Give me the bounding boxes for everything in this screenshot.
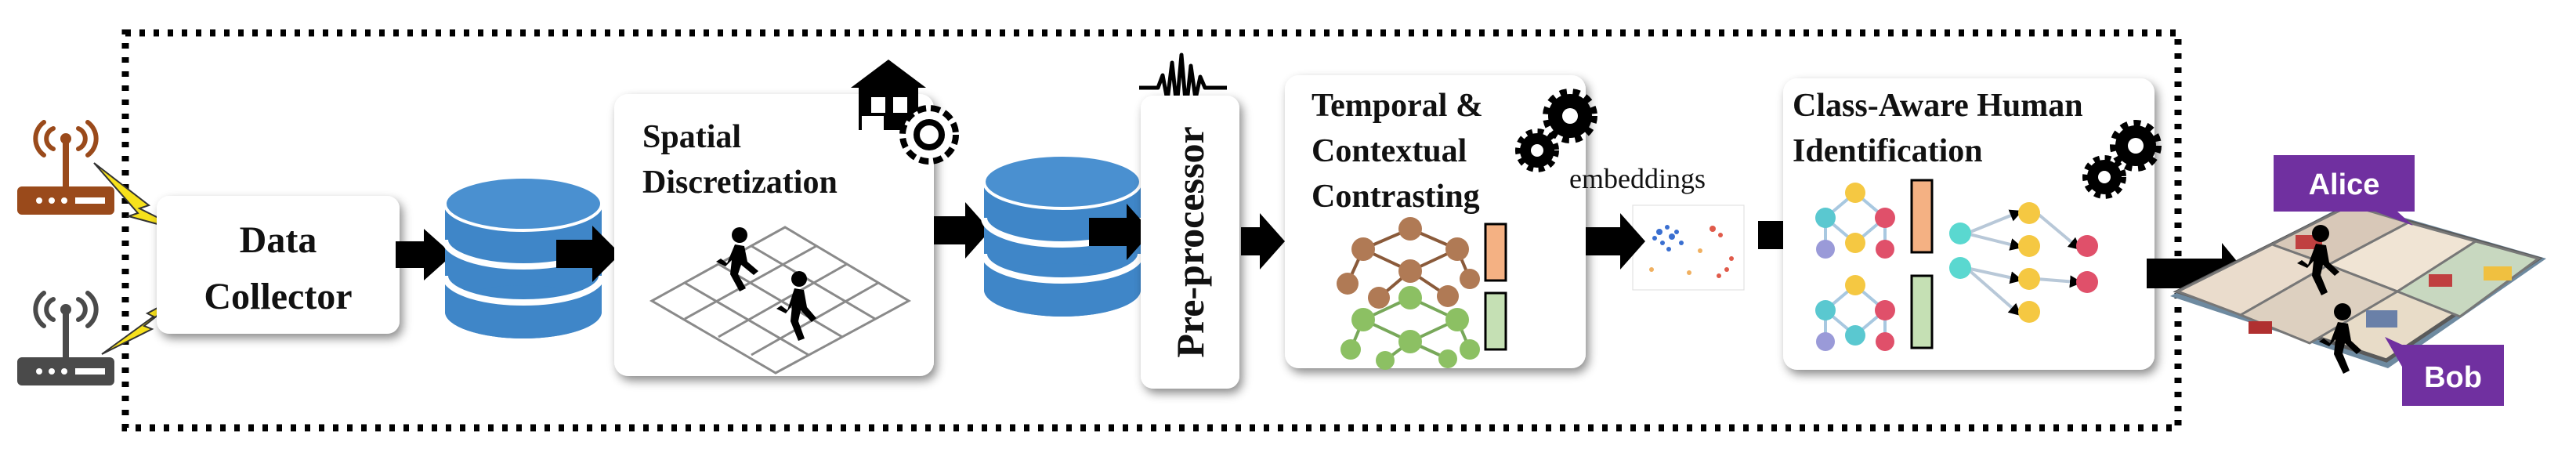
router-icon [17, 291, 114, 385]
walking-person-icon [2297, 225, 2339, 295]
graph-multicolor [1815, 275, 1895, 351]
data-collector-label-2: Collector [204, 276, 352, 317]
arrow [934, 202, 990, 259]
temporal-label-2: Contextual [1312, 133, 1467, 169]
walking-person-icon [776, 271, 816, 341]
spatial-discretization-block: Spatial Discretization [614, 94, 934, 376]
graph-brown [1337, 217, 1480, 309]
temporal-label-3: Contrasting [1312, 179, 1480, 215]
bar-green [1910, 274, 1934, 349]
router-icon [17, 120, 114, 215]
arrow [556, 226, 620, 282]
walking-person-icon [716, 227, 758, 291]
bob-label: Bob [2424, 361, 2482, 394]
database-icon [442, 176, 605, 338]
spatial-label-2: Discretization [642, 165, 838, 201]
database-icon [981, 154, 1144, 317]
gear-icon [2082, 155, 2126, 199]
temporal-label-1: Temporal & [1312, 88, 1483, 124]
identification-label-1: Class-Aware Human [1793, 88, 2083, 124]
walking-person-icon [2319, 303, 2361, 374]
identification-block: Class-Aware Human Identification [1783, 78, 2155, 370]
graph-green [1340, 286, 1480, 370]
preprocessor-block: Pre-processor [1141, 96, 1239, 389]
data-collector-block: Data Collector [157, 196, 400, 334]
bar-orange [1484, 223, 1507, 282]
alice-tag: Alice [2274, 155, 2415, 226]
grid-floor [649, 226, 912, 375]
data-collector-label-1: Data [240, 219, 317, 261]
house-gear-icon [851, 60, 959, 165]
identification-label-2: Identification [1793, 133, 1983, 169]
classifier-network [1949, 202, 2098, 323]
arrow [1241, 213, 1285, 270]
waveform-icon [1139, 52, 1227, 112]
dotted-frame [121, 29, 2182, 432]
gear-icon [2110, 120, 2162, 172]
alice-label: Alice [2309, 168, 2380, 201]
graph-multicolor [1815, 183, 1895, 259]
bar-orange [1910, 179, 1934, 254]
embeddings-scatter [1632, 204, 1745, 291]
arrow [1586, 213, 1645, 270]
spatial-label-1: Spatial [642, 119, 741, 155]
arrow [396, 229, 453, 280]
floorplan-image [2170, 202, 2546, 368]
embeddings-label: embeddings [1569, 163, 1706, 194]
preprocessor-label: Pre-processor [1168, 126, 1212, 357]
gear-icon [1543, 89, 1597, 143]
bob-tag: Bob [2385, 337, 2504, 406]
gear-icon [1515, 128, 1559, 172]
bar-green [1484, 291, 1507, 351]
arrow [1089, 204, 1152, 260]
temporal-contrasting-block: Temporal & Contextual Contrasting [1285, 75, 1586, 370]
